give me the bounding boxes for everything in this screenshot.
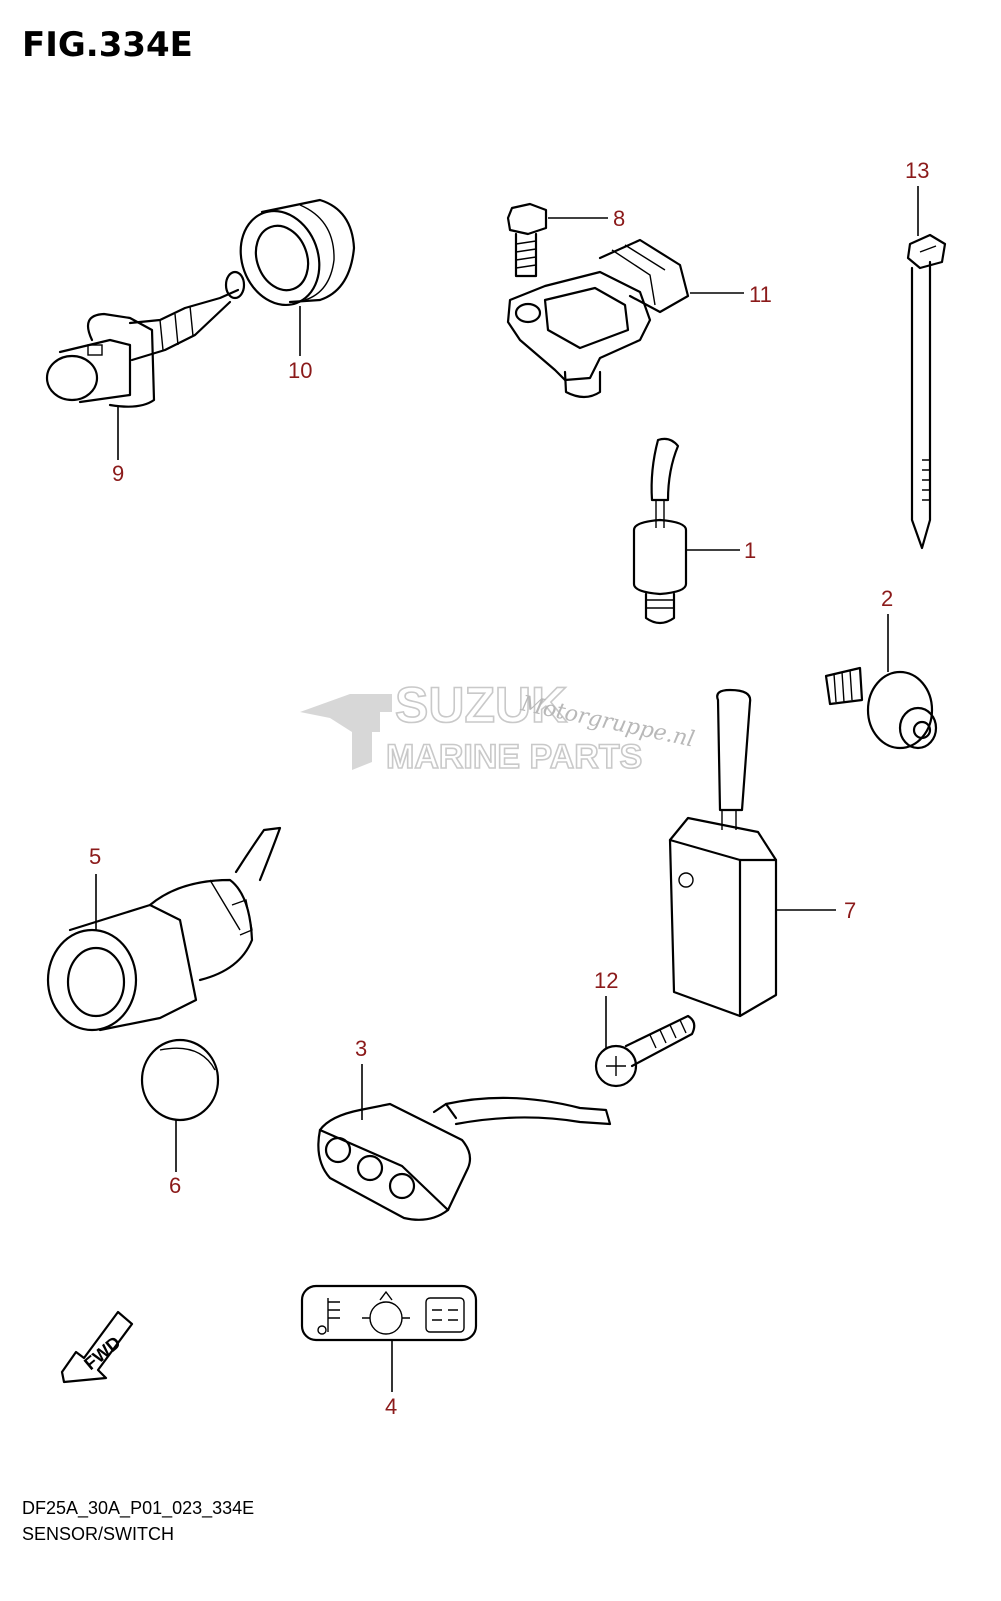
callout-4: 4 <box>385 1394 397 1419</box>
watermark: SUZUK MARINE PARTS Motorgruppe.nl <box>300 676 697 777</box>
watermark-line2: MARINE PARTS <box>386 738 642 776</box>
part-13-cable-tie <box>906 233 947 550</box>
callout-1: 1 <box>744 538 756 563</box>
leader-lines <box>95 186 919 1392</box>
part-11-map-sensor <box>506 238 690 399</box>
outboard-logo <box>300 694 392 770</box>
fwd-arrow: FWD <box>60 1310 134 1384</box>
part-5-switch <box>46 826 282 1032</box>
part-1-temp-sensor <box>632 437 688 625</box>
watermark-brand: SUZUK <box>395 677 567 733</box>
part-7-module <box>668 688 778 1018</box>
part-4-label-plate <box>300 1284 478 1342</box>
callout-9: 9 <box>112 461 124 486</box>
part-9-sensor <box>45 270 246 408</box>
callout-3: 3 <box>355 1036 367 1061</box>
part-3-switch <box>317 1096 612 1221</box>
fwd-label: FWD <box>80 1332 124 1374</box>
callout-11: 11 <box>749 282 772 307</box>
callouts: 1 2 3 4 5 6 7 8 9 10 11 12 13 <box>89 158 929 1419</box>
part-10-grommet <box>239 198 356 307</box>
callout-13: 13 <box>905 158 929 183</box>
callout-12: 12 <box>594 968 618 993</box>
figure-code: DF25A_30A_P01_023_334E <box>22 1498 254 1519</box>
callout-10: 10 <box>288 358 312 383</box>
callout-5: 5 <box>89 844 101 869</box>
callout-8: 8 <box>613 206 625 231</box>
figure-caption: SENSOR/SWITCH <box>22 1524 174 1544</box>
callout-6: 6 <box>169 1173 181 1198</box>
part-6-cap <box>140 1038 220 1122</box>
figure-title: FIG.334E <box>22 25 193 65</box>
callout-2: 2 <box>881 586 893 611</box>
part-2-knock-sensor <box>824 666 938 750</box>
part-8-bolt <box>506 202 548 278</box>
part-12-screw <box>594 1014 696 1088</box>
callout-7: 7 <box>844 898 856 923</box>
